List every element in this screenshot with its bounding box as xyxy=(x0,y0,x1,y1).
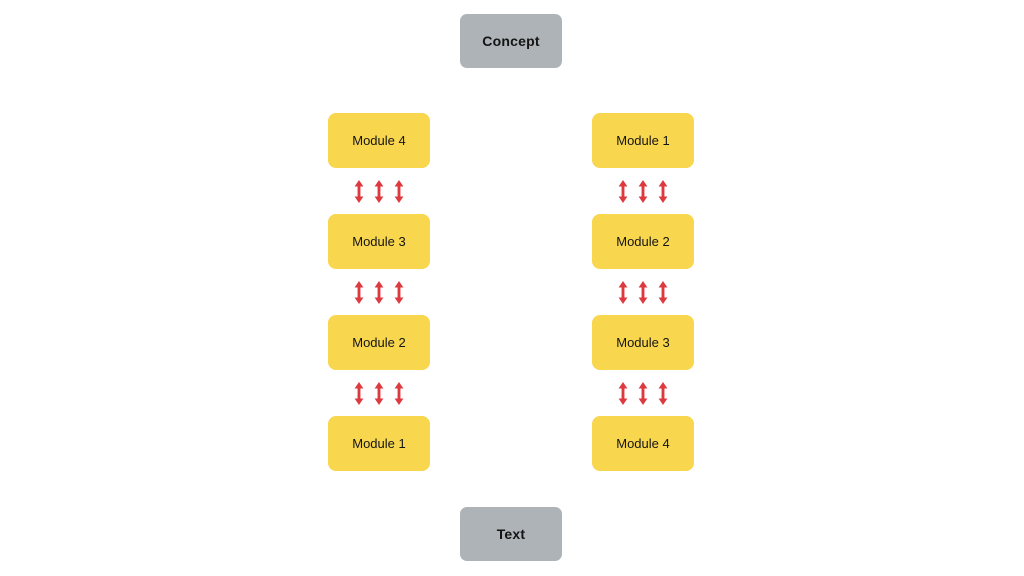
module-node-right-4[interactable]: Module 4 xyxy=(592,416,694,471)
module-label: Module 3 xyxy=(352,234,406,249)
text-node[interactable]: Text xyxy=(460,507,562,561)
module-label: Module 1 xyxy=(616,133,670,148)
double-vertical-arrow-icon xyxy=(354,179,364,203)
connector-arrow-row xyxy=(592,370,694,416)
module-node-right-2[interactable]: Module 2 xyxy=(592,214,694,269)
double-vertical-arrow-icon xyxy=(354,280,364,304)
double-vertical-arrow-icon xyxy=(618,179,628,203)
module-label: Module 3 xyxy=(616,335,670,350)
connector-arrow-row xyxy=(328,370,430,416)
double-vertical-arrow-icon xyxy=(638,179,648,203)
module-label: Module 2 xyxy=(616,234,670,249)
module-node-left-4[interactable]: Module 1 xyxy=(328,416,430,471)
double-vertical-arrow-icon xyxy=(374,179,384,203)
right-module-column: Module 1 Module 2 Module 3 Module 4 xyxy=(592,113,694,471)
double-vertical-arrow-icon xyxy=(658,280,668,304)
double-vertical-arrow-icon xyxy=(374,381,384,405)
double-vertical-arrow-icon xyxy=(394,179,404,203)
double-vertical-arrow-icon xyxy=(658,381,668,405)
connector-arrow-row xyxy=(328,269,430,315)
double-vertical-arrow-icon xyxy=(394,381,404,405)
double-vertical-arrow-icon xyxy=(618,280,628,304)
double-vertical-arrow-icon xyxy=(618,381,628,405)
module-label: Module 2 xyxy=(352,335,406,350)
double-vertical-arrow-icon xyxy=(354,381,364,405)
concept-node[interactable]: Concept xyxy=(460,14,562,68)
module-node-left-2[interactable]: Module 3 xyxy=(328,214,430,269)
module-node-right-1[interactable]: Module 1 xyxy=(592,113,694,168)
double-vertical-arrow-icon xyxy=(374,280,384,304)
double-vertical-arrow-icon xyxy=(394,280,404,304)
connector-arrow-row xyxy=(592,168,694,214)
left-module-column: Module 4 Module 3 Module 2 Module 1 xyxy=(328,113,430,471)
text-node-label: Text xyxy=(496,526,526,542)
connector-arrow-row xyxy=(328,168,430,214)
module-node-right-3[interactable]: Module 3 xyxy=(592,315,694,370)
module-node-left-3[interactable]: Module 2 xyxy=(328,315,430,370)
double-vertical-arrow-icon xyxy=(658,179,668,203)
module-node-left-1[interactable]: Module 4 xyxy=(328,113,430,168)
double-vertical-arrow-icon xyxy=(638,381,648,405)
double-vertical-arrow-icon xyxy=(638,280,648,304)
module-label: Module 4 xyxy=(352,133,406,148)
concept-node-label: Concept xyxy=(482,33,540,49)
connector-arrow-row xyxy=(592,269,694,315)
module-label: Module 1 xyxy=(352,436,406,451)
module-label: Module 4 xyxy=(616,436,670,451)
